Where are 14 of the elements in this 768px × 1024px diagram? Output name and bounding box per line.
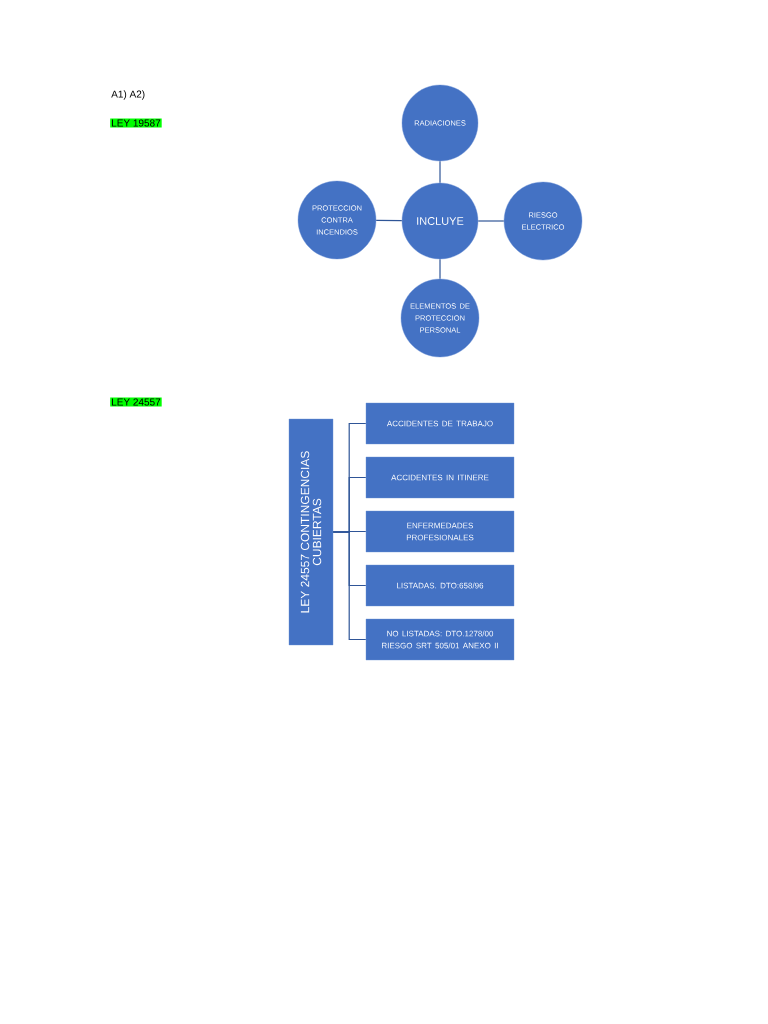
bracket-connector <box>332 531 367 641</box>
category-box: NO LISTADAS: DTO.1278/00 RIESGO SRT 505/01 ANEXO II <box>365 618 515 661</box>
connector-line <box>439 160 441 184</box>
title-box: LEY 24557 CONTINGENCIAS CUBIERTAS <box>288 418 334 646</box>
highlighted-heading: LEY 24557 <box>110 397 162 407</box>
heading-text: A1) A2) <box>111 90 145 100</box>
category-box: LISTADAS. DTO:658/96 <box>365 564 515 607</box>
highlighted-heading: LEY 19587 <box>110 118 162 128</box>
connector-line <box>477 220 505 222</box>
connector-line <box>375 219 403 222</box>
category-box: ACCIDENTES DE TRABAJO <box>365 402 515 445</box>
category-box: ENFERMEDADES PROFESIONALES <box>365 510 515 553</box>
connector-line <box>439 258 441 280</box>
category-box: ACCIDENTES IN ITINERE <box>365 456 515 499</box>
